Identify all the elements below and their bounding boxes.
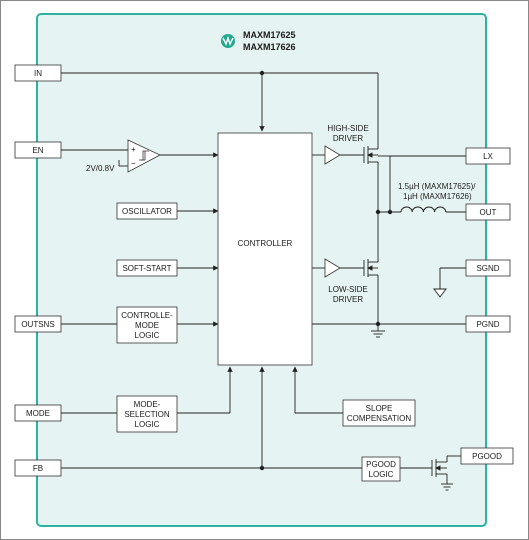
threshold-label: 2V/0.8V xyxy=(86,164,115,173)
high-side-label-2: DRIVER xyxy=(333,134,363,143)
svg-text:+: + xyxy=(131,145,136,154)
pin-sgnd: SGND xyxy=(465,259,511,277)
svg-text:PGOOD: PGOOD xyxy=(366,460,396,469)
svg-text:CONTROLLER: CONTROLLER xyxy=(238,239,293,248)
part-number-1: MAXM17625 xyxy=(243,30,296,40)
maxim-logo-icon xyxy=(221,34,235,48)
wiring xyxy=(61,72,466,469)
inductor-icon xyxy=(400,206,447,213)
low-side-label-1: LOW-SIDE xyxy=(328,285,367,294)
pin-lx: LX xyxy=(465,147,511,165)
svg-text:PGND: PGND xyxy=(476,320,499,329)
svg-text:MODE-: MODE- xyxy=(134,400,161,409)
svg-text:COMPENSATION: COMPENSATION xyxy=(347,414,412,423)
low-side-label-2: DRIVER xyxy=(333,295,363,304)
svg-text:SLOPE: SLOPE xyxy=(366,404,393,413)
slope-compensation-block: SLOPE COMPENSATION xyxy=(342,399,416,427)
svg-text:CONTROLLE-: CONTROLLE- xyxy=(121,311,173,320)
svg-text:LOGIC: LOGIC xyxy=(369,470,394,479)
svg-text:MODE: MODE xyxy=(26,409,50,418)
pgood-ground-icon xyxy=(441,483,453,491)
svg-text:OUTSNS: OUTSNS xyxy=(21,320,54,329)
low-side-driver xyxy=(324,258,341,278)
pgood-mosfet-icon xyxy=(431,456,448,484)
pin-in: IN xyxy=(14,64,62,82)
sgnd-ground-icon xyxy=(433,288,447,298)
high-side-mosfet-icon xyxy=(363,146,378,164)
svg-text:LOGIC: LOGIC xyxy=(135,420,160,429)
svg-text:OSCILLATOR: OSCILLATOR xyxy=(122,207,172,216)
svg-text:PGOOD: PGOOD xyxy=(472,452,502,461)
inductor-label-2: 1µH (MAXM17626) xyxy=(403,192,472,201)
pin-pgood: PGOOD xyxy=(460,447,514,465)
svg-text:MODE: MODE xyxy=(135,321,159,330)
pgood-logic-block: PGOOD LOGIC xyxy=(361,456,401,482)
pin-out: OUT xyxy=(465,203,511,221)
svg-text:LX: LX xyxy=(483,152,493,161)
part-number-2: MAXM17626 xyxy=(243,42,296,52)
pin-mode: MODE xyxy=(14,404,62,422)
svg-text:OUT: OUT xyxy=(480,208,497,217)
soft-start-block: SOFT-START xyxy=(116,259,178,277)
svg-text:SELECTION: SELECTION xyxy=(124,410,170,419)
inductor-label-1: 1.5µH (MAXM17625)/ xyxy=(398,182,476,191)
junction-dots xyxy=(259,70,393,471)
high-side-driver xyxy=(324,145,341,165)
svg-text:IN: IN xyxy=(34,69,42,78)
controller-block: CONTROLLER xyxy=(217,132,313,366)
svg-text:SOFT-START: SOFT-START xyxy=(122,264,171,273)
svg-text:EN: EN xyxy=(32,146,43,155)
pin-en: EN xyxy=(14,141,62,159)
svg-text:LOGIC: LOGIC xyxy=(135,331,160,340)
pin-pgnd: PGND xyxy=(465,315,511,333)
mode-selection-logic-block: MODE- SELECTION LOGIC xyxy=(116,395,178,433)
svg-text:FB: FB xyxy=(33,464,43,473)
pin-fb: FB xyxy=(14,459,62,477)
svg-text:SGND: SGND xyxy=(476,264,499,273)
svg-text:−: − xyxy=(131,159,136,168)
controlle-mode-logic-block: CONTROLLE- MODE LOGIC xyxy=(116,306,178,344)
pin-outsns: OUTSNS xyxy=(14,315,62,333)
pgnd-ground-icon xyxy=(371,330,385,338)
high-side-label-1: HIGH-SIDE xyxy=(327,124,368,133)
low-side-mosfet-icon xyxy=(363,259,378,277)
oscillator-block: OSCILLATOR xyxy=(116,202,178,220)
enable-comparator: + − xyxy=(127,139,161,173)
